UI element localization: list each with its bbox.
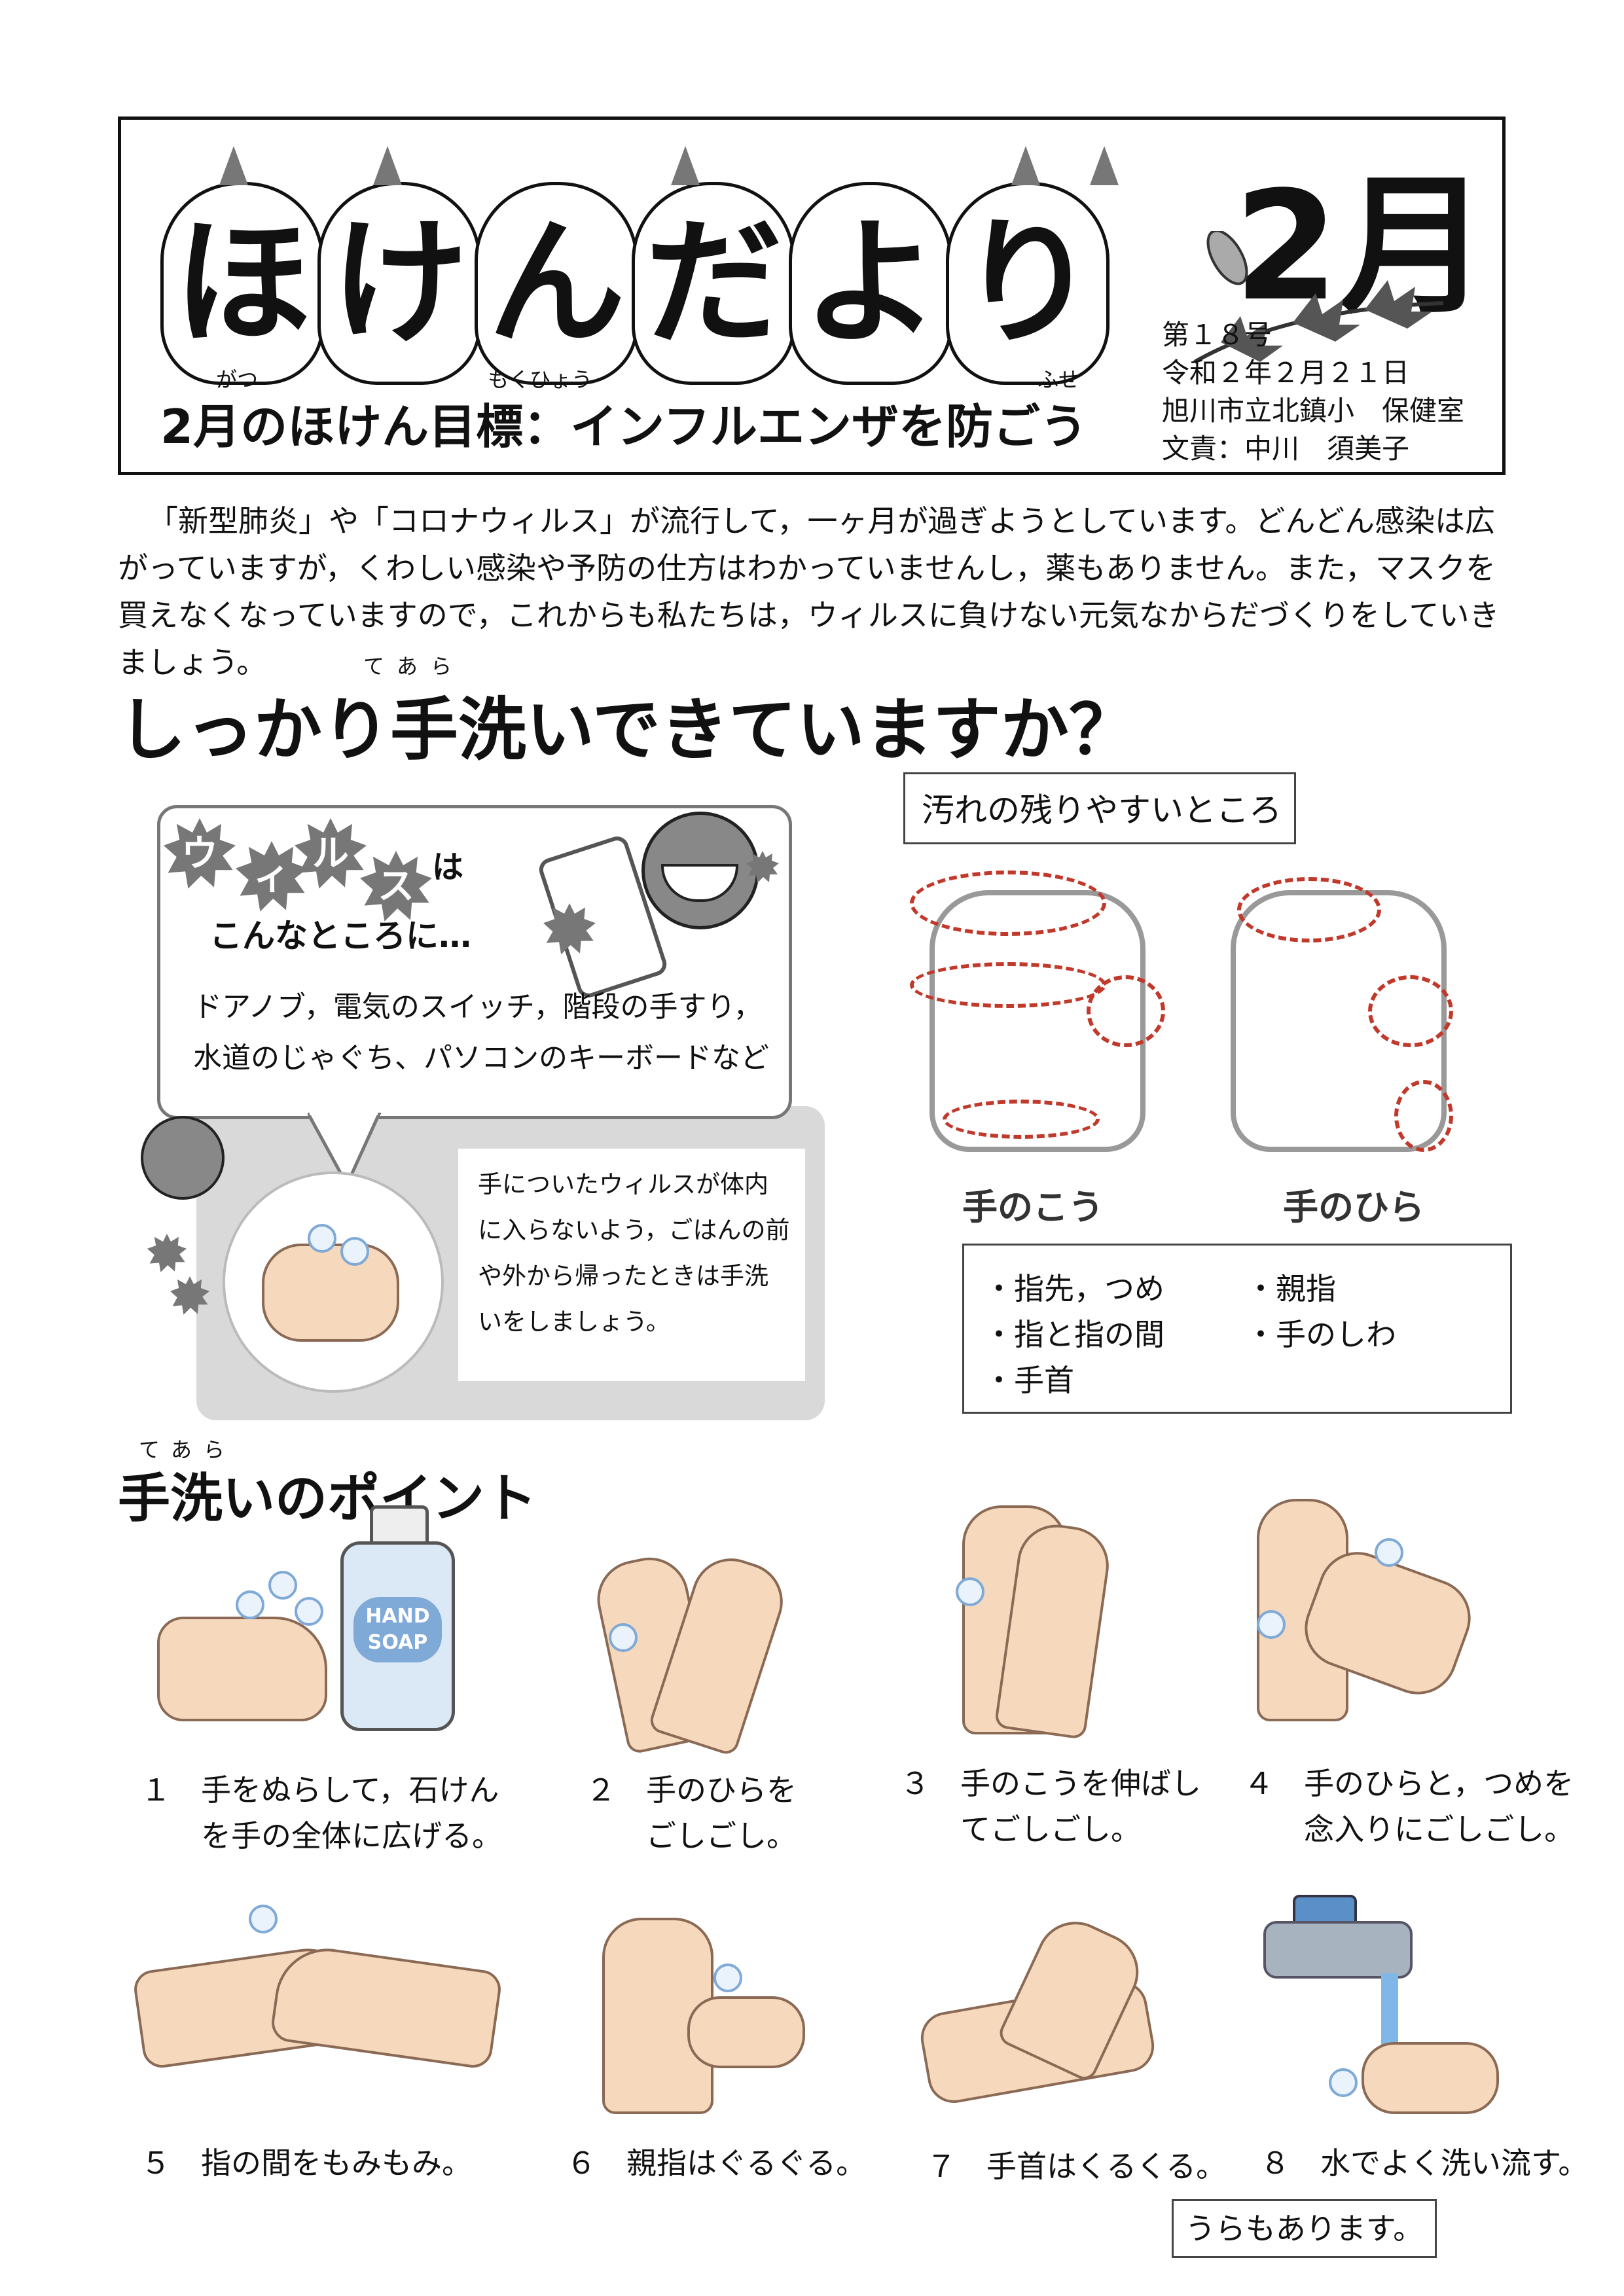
dirty-area-marker xyxy=(943,1100,1100,1139)
hands-icon xyxy=(262,1244,399,1342)
wet-hands-icon xyxy=(157,1617,327,1721)
soap-bubble-icon xyxy=(1257,1610,1286,1639)
virus-places: ドアノブ，電気のスイッチ，階段の手すり， 水道のじゃぐち、パソコンのキーボードな… xyxy=(193,982,769,1084)
soap-bubble-icon xyxy=(1329,2068,1358,2097)
dirty-spots-list: ・指先，つめ ・指と指の間 ・手首 ・親指 ・手のしわ xyxy=(962,1244,1512,1414)
soap-bubble-icon xyxy=(268,1571,297,1600)
title-char: よ xyxy=(802,203,940,363)
oni-horn-icon xyxy=(1011,146,1040,185)
water-stream-icon xyxy=(1381,1973,1398,2052)
spot-item: ・手のしわ xyxy=(1246,1317,1396,1352)
places-line: 水道のじゃぐち、パソコンのキーボードなど xyxy=(193,1041,769,1075)
dirty-spots-label: 汚れの残りやすいところ xyxy=(903,772,1296,844)
issue-date: 令和２年２月２１日 xyxy=(1162,357,1410,389)
step-4-caption: ４ 手のひらと，つめを 念入りにごしごし。 xyxy=(1244,1766,1575,1847)
goal-ruby: がつ もくひょう ふせ xyxy=(160,363,1240,392)
dirty-area-marker xyxy=(1237,877,1381,942)
title-bubble xyxy=(160,182,324,385)
issue-info: 第１８号 令和２年２月２１日 旭川市立北鎮小 保健室 文責：中川 須美子 xyxy=(1162,316,1464,468)
issue-school: 旭川市立北鎮小 保健室 xyxy=(1162,395,1465,427)
title-char: り xyxy=(959,203,1097,363)
soap-bubble-icon xyxy=(295,1597,323,1626)
hand-icon xyxy=(1362,2042,1499,2114)
soap-bubble-icon xyxy=(956,1577,984,1606)
issue-author: 文責：中川 須美子 xyxy=(1162,433,1410,465)
step-2-caption: ２ 手のひらを ごしごし。 xyxy=(586,1772,797,1854)
soap-bubble-icon xyxy=(308,1224,336,1253)
spot-item: ・親指 xyxy=(1246,1271,1336,1306)
ruby-text: てあら xyxy=(139,1437,237,1462)
month-title: 2月 xyxy=(1234,160,1490,334)
soap-bubble-icon xyxy=(609,1623,638,1652)
intro-paragraph: 「新型肺炎」や「コロナウィルス」が流行して，一ヶ月が過ぎようとしています。どんど… xyxy=(118,497,1512,686)
virus-subtitle: こんなところに… xyxy=(209,917,471,955)
oni-horn-icon xyxy=(219,146,248,185)
virus-particle: は xyxy=(432,849,464,886)
back-page-note: うらもあります。 xyxy=(1172,2199,1437,2258)
soap-label: HAND SOAP xyxy=(353,1597,442,1662)
virus-icon xyxy=(147,1234,187,1272)
ruby-text: もくひょう xyxy=(488,367,593,392)
holly-sardine-icon xyxy=(1193,231,1444,364)
title-bubble xyxy=(475,182,638,385)
health-goal: 2月のほけん目標：インフルエンザを防ごう xyxy=(160,399,1087,454)
ruby-text: がつ xyxy=(216,367,259,392)
hand-palm-caption: 手のひら xyxy=(1283,1187,1424,1228)
ruby-text: ふせ xyxy=(1038,367,1080,392)
dirty-area-marker xyxy=(1394,1080,1453,1152)
step-6-caption: ６ 親指はぐるぐる。 xyxy=(566,2145,867,2181)
spot-item: ・指と指の間 xyxy=(984,1317,1164,1352)
step-3-caption: ３ 手のこうを伸ばし てごしごし。 xyxy=(900,1766,1201,1847)
section-title-points: 手洗いのポイント xyxy=(118,1468,537,1529)
soap-bubble-icon xyxy=(1375,1538,1403,1567)
issue-number: 第１８号 xyxy=(1162,319,1272,351)
step-5-caption: ５ 指の間をもみもみ。 xyxy=(141,2145,472,2181)
section-title-handwash-check: しっかり手洗いできていますか？ xyxy=(118,690,1137,770)
handwash-note: 手についたウィルスが体内に入らないよう，ごはんの前や外から帰ったときは手洗いをし… xyxy=(458,1149,805,1381)
soap-bubble-icon xyxy=(249,1905,278,1933)
oni-horn-icon xyxy=(1090,146,1119,185)
oni-horn-icon xyxy=(671,146,700,185)
soap-bubble-icon xyxy=(340,1237,369,1266)
soap-bubble-icon xyxy=(713,1964,742,1992)
ruby-text: てあら xyxy=(363,654,465,679)
spot-item: ・手首 xyxy=(984,1363,1074,1398)
title-bubble xyxy=(317,182,481,385)
places-line: ドアノブ，電気のスイッチ，階段の手すり， xyxy=(193,990,763,1024)
dirty-area-marker xyxy=(1368,975,1453,1047)
spot-item: ・指先，つめ xyxy=(984,1271,1164,1306)
dirty-area-marker xyxy=(910,962,1106,1008)
title-char: ん xyxy=(488,203,626,363)
header-box: ほ け ん だ よ り 2月 第１８号 令和２年２月２１日 旭川市立北鎮小 保健… xyxy=(118,117,1506,475)
title-bubble xyxy=(789,182,952,385)
step-8-caption: ８ 水でよく洗い流す。 xyxy=(1260,2145,1589,2181)
soap-bubble-icon xyxy=(236,1590,264,1619)
bubble-tail xyxy=(308,1113,382,1189)
hand-back-caption: 手のこう xyxy=(962,1187,1104,1228)
title-char: だ xyxy=(645,203,783,363)
hand-icon xyxy=(269,1942,503,2070)
step-1-caption: １ 手をぬらして，石けん を手の全体に広げる。 xyxy=(141,1772,502,1854)
germ-character-icon xyxy=(141,1116,225,1200)
title-char: ほ xyxy=(173,203,312,363)
intro-text: 「新型肺炎」や「コロナウィルス」が流行して，一ヶ月が過ぎようとしています。どんど… xyxy=(118,503,1500,680)
dirty-area-marker xyxy=(910,870,1106,936)
faucet-icon xyxy=(1263,1921,1413,1979)
title-char: け xyxy=(331,203,469,363)
step-7-caption: ７ 手首はくるくる。 xyxy=(926,2149,1227,2184)
hand-icon xyxy=(687,1996,805,2068)
oni-horn-icon xyxy=(373,146,402,185)
dirty-area-marker xyxy=(1087,975,1165,1047)
